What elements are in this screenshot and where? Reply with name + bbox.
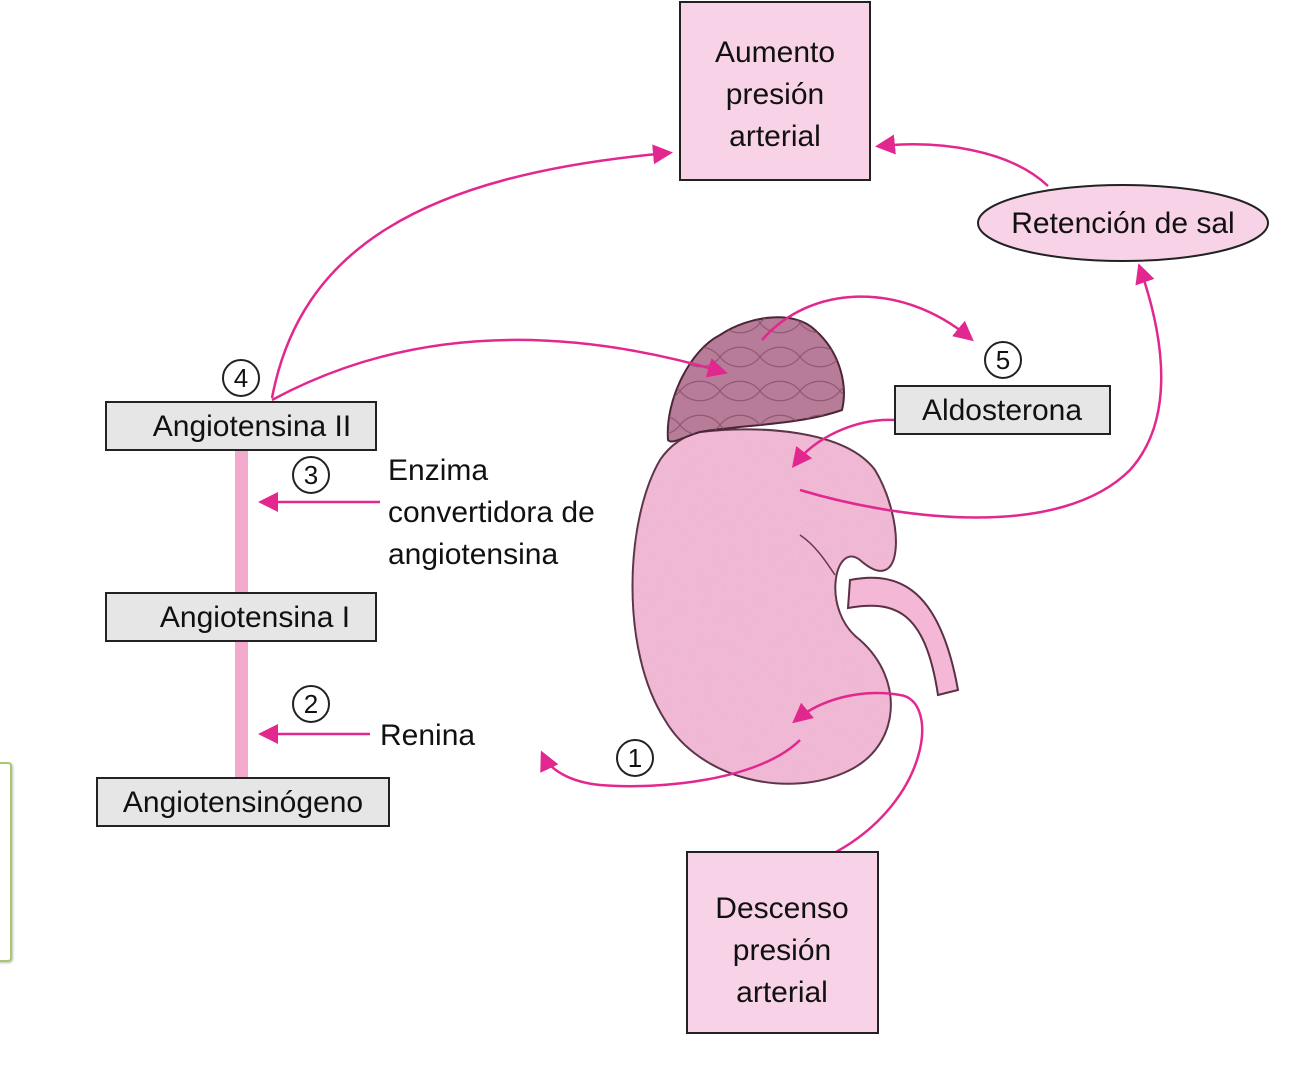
descenso-line-2: presión	[733, 934, 831, 967]
aldosterona-box: Aldosterona	[895, 386, 1110, 434]
enzima-line-3: angiotensina	[388, 538, 558, 571]
step-1-label: 1	[628, 743, 642, 773]
step-4-label: 4	[234, 363, 248, 393]
angiotensinogeno-label: Angiotensinógeno	[123, 786, 363, 819]
retencion-label: Retención de sal	[1011, 207, 1234, 240]
enzima-line-1: Enzima	[388, 454, 488, 487]
step-3-label: 3	[304, 460, 318, 490]
descenso-line-1: Descenso	[715, 892, 848, 925]
step-2-label: 2	[304, 689, 318, 719]
step-5-label: 5	[996, 345, 1010, 375]
angiotensina-ii-box: Angiotensina II	[106, 402, 376, 450]
enzima-label: Enzima convertidora de angiotensina	[388, 454, 595, 571]
step-2-marker: 2	[293, 686, 329, 722]
aumento-line-2: presión	[726, 78, 824, 111]
step-5-marker: 5	[985, 342, 1021, 378]
descenso-presion-box: Descenso presión arterial	[687, 852, 878, 1033]
adrenal-gland-icon	[668, 317, 844, 441]
descenso-line-3: arterial	[736, 976, 828, 1009]
arrow-angiotensin-ii-to-adrenal	[272, 340, 723, 400]
step-1-marker: 1	[617, 740, 653, 776]
arrow-angiotensin-ii-to-aumento	[272, 153, 668, 398]
aumento-line-1: Aumento	[715, 36, 835, 69]
step-4-marker: 4	[223, 360, 259, 396]
step-3-marker: 3	[293, 457, 329, 493]
retencion-sal-node: Retención de sal	[978, 185, 1268, 261]
aumento-line-3: arterial	[729, 120, 821, 153]
arrow-retencion-to-aumento	[880, 144, 1048, 186]
renina-label: Renina	[380, 719, 475, 752]
kidney-icon	[633, 429, 959, 783]
angiotensina-i-label: Angiotensina I	[160, 601, 350, 634]
angiotensinogeno-box: Angiotensinógeno	[97, 778, 389, 826]
enzima-line-2: convertidora de	[388, 496, 595, 529]
angiotensina-ii-label: Angiotensina II	[153, 410, 351, 443]
aumento-presion-box: Aumento presión arterial	[680, 2, 870, 180]
angiotensina-i-box: Angiotensina I	[106, 593, 376, 641]
aldosterona-label: Aldosterona	[922, 394, 1082, 427]
